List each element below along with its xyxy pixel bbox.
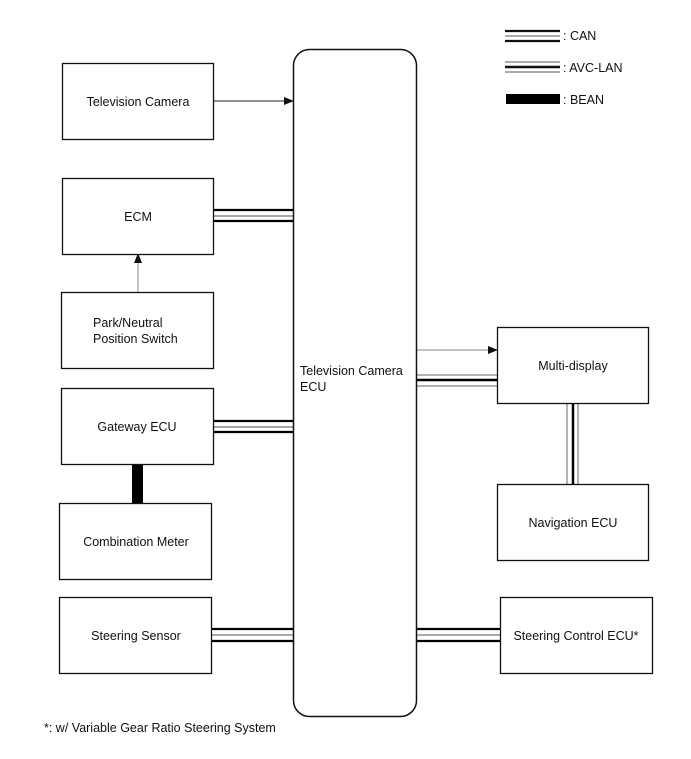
combination-meter-box: Combination Meter [58,502,213,581]
steering-sensor-label: Steering Sensor [91,629,181,643]
ecm-label: ECM [124,210,152,224]
connection-multi-display-avc-lan [417,374,497,387]
television-camera-box: Television Camera [61,62,215,141]
legend-can-line [505,29,560,43]
connection-steering-sensor-can [212,627,293,643]
connection-gateway-bean [132,465,143,503]
steering-sensor-box: Steering Sensor [58,596,213,675]
park-neutral-label-line-1: Park/Neutral [93,316,162,330]
legend-can-label: : CAN [563,29,596,43]
connection-ecm-can [214,208,293,223]
television-camera-label: Television Camera [87,95,190,109]
park-neutral-position-switch-box: Park/Neutral Position Switch [60,291,215,370]
park-neutral-label-line-2: Position Switch [93,332,178,346]
steering-control-ecu-label: Steering Control ECU* [513,629,638,643]
connection-navigation-avc-lan [566,403,579,484]
multi-display-box: Multi-display [496,326,650,405]
connection-gateway-can [214,419,293,434]
ecm-box: ECM [61,177,215,256]
navigation-ecu-label: Navigation ECU [529,516,618,530]
television-camera-ecu-box: Television Camera ECU [292,48,418,718]
footnote: *: w/ Variable Gear Ratio Steering Syste… [44,721,276,735]
multi-display-label: Multi-display [538,359,608,373]
legend-avc-lan-line [505,61,560,73]
center-label-line-1: Television Camera [300,364,403,378]
legend-bean-line [506,94,560,104]
steering-control-ecu-box: Steering Control ECU* [499,596,654,675]
legend-avc-lan-label: : AVC-LAN [563,61,623,75]
center-label-line-2: ECU [300,380,326,394]
legend: : CAN : AVC-LAN : BEAN [505,29,623,107]
legend-bean-label: : BEAN [563,93,604,107]
gateway-ecu-box: Gateway ECU [60,387,215,466]
connection-steering-control-can [417,627,500,643]
navigation-ecu-box: Navigation ECU [496,483,650,562]
gateway-ecu-label: Gateway ECU [97,420,176,434]
combination-meter-label: Combination Meter [83,535,189,549]
